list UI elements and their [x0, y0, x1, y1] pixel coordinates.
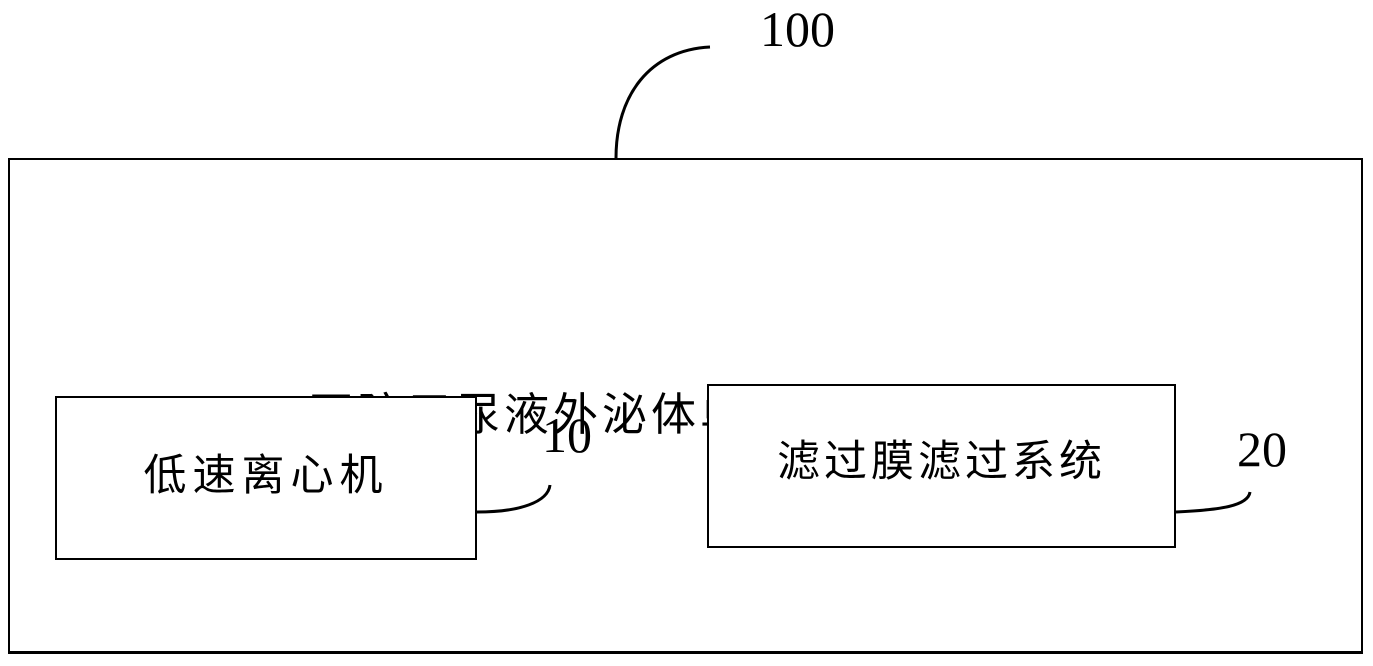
reference-numeral-100: 100 [760, 1, 835, 57]
reference-numeral-10: 10 [542, 407, 592, 463]
component-label-membrane-filtration-system: 滤过膜滤过系统 [777, 437, 1106, 487]
leader-line-100 [614, 45, 711, 159]
component-box-low-speed-centrifuge: 低速离心机 [55, 396, 477, 560]
component-label-low-speed-centrifuge: 低速离心机 [143, 451, 389, 501]
reference-numeral-20: 20 [1237, 421, 1287, 477]
component-box-membrane-filtration-system: 滤过膜滤过系统 [707, 384, 1176, 548]
